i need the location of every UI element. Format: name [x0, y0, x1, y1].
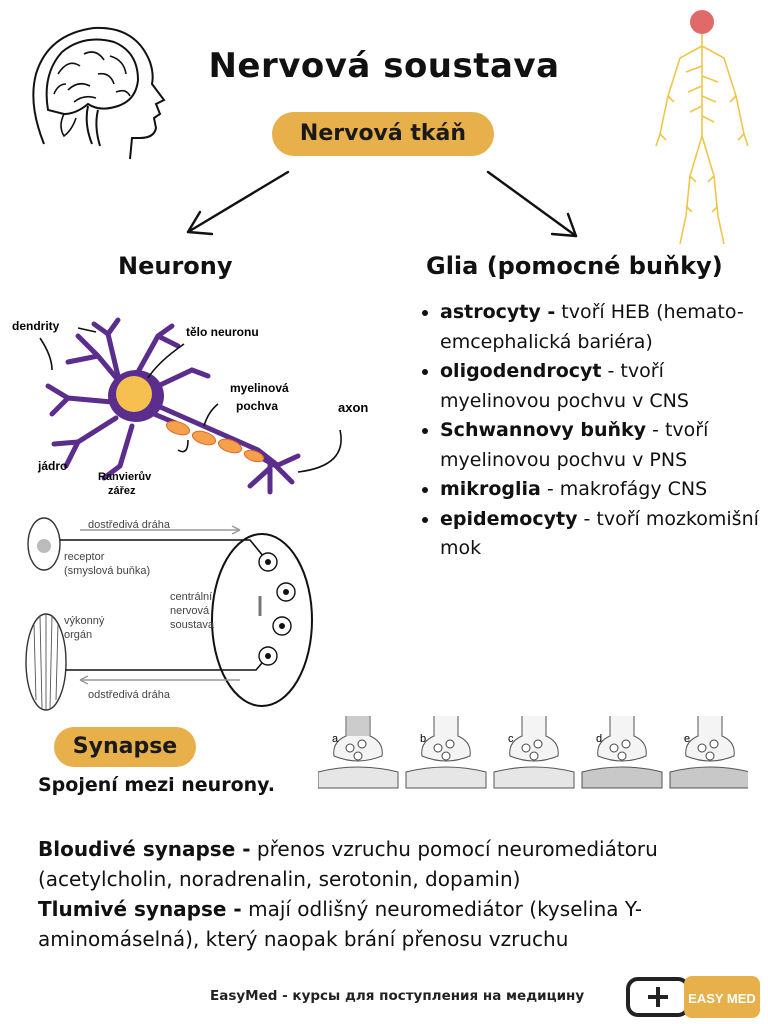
- reflex-arc-diagram: dostředivá dráha receptor (smyslová buňk…: [25, 517, 313, 711]
- synapse-step-label: b: [420, 733, 426, 745]
- arrow-right-icon: [486, 170, 578, 238]
- synapse-description: Bloudivé synapse - přenos vzruchu pomocí…: [38, 837, 658, 951]
- label-myelin-1: myelinová: [230, 381, 289, 395]
- glia-list: astrocyty - tvoří HEB (hemato-emcephalic…: [418, 298, 768, 564]
- label-jadro: jádro: [37, 459, 67, 473]
- synapse-step-label: a: [332, 733, 339, 745]
- label-dendrity: dendrity: [12, 319, 60, 333]
- brain-icon: [690, 10, 714, 34]
- synapse-sequence-diagram: a b c d e: [318, 716, 748, 789]
- label-centralni-2: nervová: [170, 605, 210, 617]
- synapse-step: b: [405, 716, 487, 789]
- easymed-logo: EASY MED: [626, 976, 760, 1018]
- nucleus: [116, 376, 152, 412]
- brain-head-illustration: [32, 26, 166, 160]
- synapse-step: a: [318, 716, 399, 789]
- synapse-step: d: [581, 716, 663, 789]
- glia-heading: Glia (pomocné buňky): [426, 252, 723, 280]
- label-ranvier-2: zářez: [108, 485, 136, 497]
- label-receptor-1: receptor: [64, 551, 105, 563]
- synapse-step-label: e: [684, 733, 690, 745]
- label-centralni-3: soustava: [170, 619, 215, 631]
- label-vykonny-2: orgán: [64, 629, 92, 641]
- list-item: astrocyty - tvoří HEB (hemato-emcephalic…: [440, 298, 768, 357]
- synapse-step-label: c: [508, 733, 514, 745]
- page-title: Nervová soustava: [208, 46, 560, 86]
- label-axon: axon: [338, 400, 368, 415]
- synapse-definition: Spojení mezi neurony.: [38, 774, 276, 796]
- label-centralni-1: centrální: [170, 591, 212, 603]
- footer-text: EasyMed - курсы для поступления на медиц…: [210, 988, 585, 1004]
- list-item: epidemocyty - tvoří mozkomišní mok: [440, 505, 768, 564]
- neurons-heading: Neurony: [118, 252, 233, 280]
- list-item: mikroglia - makrofágy CNS: [440, 475, 768, 505]
- label-ranvier-1: Ranvierův: [98, 471, 152, 483]
- logo-text: EASY MED: [688, 991, 756, 1006]
- synapse-label: Synapse: [54, 727, 196, 767]
- neuron-diagram: dendrity tělo neuronu myelinová pochva a…: [12, 317, 368, 497]
- arrow-left-icon: [186, 170, 290, 234]
- synapse-step: e: [669, 716, 748, 789]
- synapse-step-label: d: [596, 733, 602, 745]
- list-item: oligodendrocyt - tvoří myelinovou pochvu…: [440, 357, 768, 416]
- label-receptor-2: (smyslová buňka): [64, 565, 150, 577]
- logo-mark-icon: EASY MED: [626, 976, 760, 1018]
- branch-arrows: [186, 170, 578, 238]
- nervous-system-body-illustration: [655, 10, 749, 245]
- label-dostrediva: dostředivá dráha: [88, 519, 171, 531]
- label-odstrediva: odstředivá dráha: [88, 689, 171, 701]
- label-telo: tělo neuronu: [186, 325, 259, 339]
- synapse-step: c: [493, 716, 575, 789]
- list-item: Schwannovy buňky - tvoří myelinovou poch…: [440, 416, 768, 475]
- label-vykonny-1: výkonný: [64, 615, 105, 627]
- nervous-tissue-label: Nervová tkáň: [272, 112, 494, 156]
- label-myelin-2: pochva: [236, 399, 278, 413]
